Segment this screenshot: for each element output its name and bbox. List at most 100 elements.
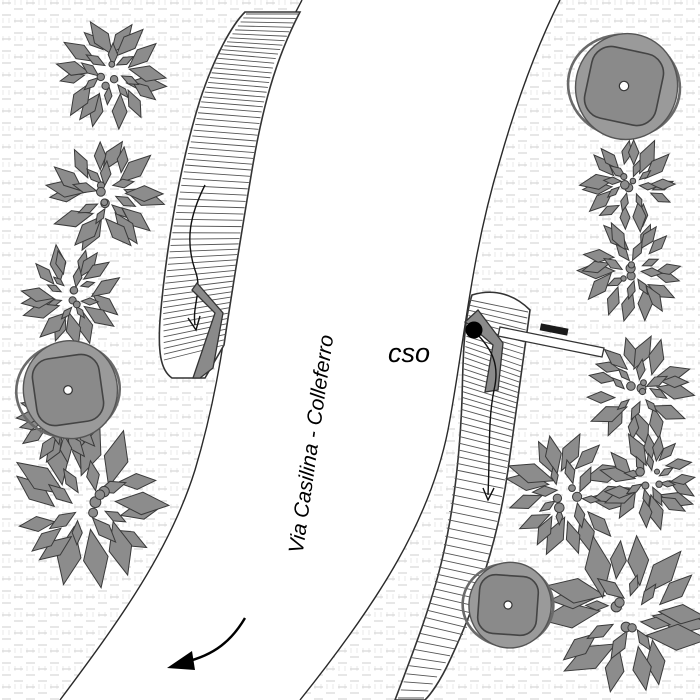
ditch-texture-stroke: [196, 118, 260, 124]
leaf-shape: [127, 88, 142, 119]
leaf-dot: [96, 72, 106, 82]
ditch-texture-stroke: [201, 101, 263, 108]
ditch-texture-stroke: [406, 673, 438, 678]
ditch-texture-stroke: [190, 141, 256, 148]
ditch-texture-stroke: [427, 609, 470, 621]
leaf-shape: [114, 195, 137, 207]
cso-label: cso: [388, 338, 430, 368]
leaf-shape: [77, 203, 99, 214]
leaf-shape: [649, 192, 672, 203]
leaf-shape: [115, 55, 135, 66]
shrub-icon: [599, 432, 697, 531]
leaf-shape: [635, 192, 643, 209]
ditch-texture-stroke: [163, 301, 231, 314]
leaf-shape: [658, 574, 693, 606]
ditch-texture-stroke: [414, 649, 451, 657]
ditch-texture-stroke: [460, 415, 513, 431]
leaf-shape: [579, 465, 592, 493]
ditch-texture-stroke: [187, 152, 254, 159]
leaf-shape: [628, 573, 639, 597]
ditch-texture-stroke: [168, 254, 238, 259]
leaf-shape: [573, 501, 586, 529]
ditch-texture-stroke: [462, 396, 516, 414]
leaf-shape: [639, 267, 664, 278]
leaf-shape: [111, 204, 128, 219]
ditch-texture-stroke: [221, 49, 279, 55]
road-surface: [60, 0, 560, 700]
leaf-shape: [90, 277, 121, 298]
leaf-dot: [108, 60, 116, 68]
leaf-shape: [536, 515, 553, 546]
leaf-shape: [574, 444, 601, 470]
leaf-shape: [128, 65, 168, 82]
ditch-texture-stroke: [457, 449, 508, 462]
ditch-texture-stroke: [429, 602, 472, 614]
leaf-shape: [91, 293, 119, 316]
leaf-shape: [639, 616, 672, 630]
leaf-shape: [83, 305, 115, 327]
leaf-shape: [657, 604, 700, 625]
leaf-shape: [589, 406, 629, 423]
ditch-texture-stroke: [420, 633, 459, 643]
leaf-shape: [638, 169, 652, 181]
leaf-dot: [572, 491, 583, 502]
leaf-shape: [652, 486, 663, 507]
ditch-texture-stroke: [460, 422, 512, 437]
leaf-shape: [645, 284, 663, 313]
ditch-texture-stroke: [213, 67, 272, 74]
leaf-dot: [641, 481, 650, 490]
ditch-texture-stroke: [177, 205, 245, 209]
ditch-texture-stroke: [227, 41, 283, 46]
leaf-shape: [593, 154, 615, 177]
ditch-texture-stroke: [425, 617, 467, 629]
ditch-texture-stroke: [167, 264, 236, 272]
ditch-texture-stroke: [409, 665, 442, 671]
ditch-texture-stroke: [237, 25, 292, 28]
leaf-shape: [539, 602, 602, 629]
ditch-texture-stroke: [176, 211, 244, 215]
leaf-shape: [655, 382, 696, 400]
ditch-texture-stroke: [462, 391, 516, 409]
leaf-shape: [626, 279, 636, 301]
leaf-shape: [646, 284, 676, 299]
vegetation: [14, 20, 700, 694]
leaf-shape: [599, 466, 637, 483]
ditch-texture-stroke: [202, 96, 265, 103]
shrub-icon: [585, 334, 696, 447]
overflow-pipe: [497, 326, 605, 358]
tree-icon: [461, 561, 555, 649]
leaf-shape: [587, 272, 613, 301]
leaf-shape: [124, 185, 165, 203]
ditch-texture-stroke: [182, 178, 249, 184]
cso-point-icon: [465, 321, 483, 339]
ditch-texture-stroke: [455, 469, 506, 481]
leaf-shape: [615, 243, 630, 262]
leaf-shape: [584, 600, 610, 611]
leaf-shape: [120, 75, 140, 86]
leaf-shape: [82, 261, 111, 280]
leaf-shape: [545, 516, 566, 556]
leaf-dot: [554, 502, 565, 514]
left-ditch-outlet-frame: [191, 281, 224, 379]
shrub-icon: [575, 221, 682, 323]
leaf-shape: [565, 520, 581, 555]
leaf-shape: [114, 491, 171, 516]
leaf-dot: [655, 480, 663, 488]
leaf-dot: [96, 186, 106, 197]
ditch-texture-stroke: [208, 81, 268, 88]
traffic-direction-arrow-icon: [167, 651, 195, 670]
ditch-texture-stroke: [462, 385, 517, 404]
leaf-dot: [629, 177, 637, 185]
cso-structure: [465, 321, 605, 358]
ditch-texture-stroke: [232, 33, 287, 37]
leaf-dot: [69, 286, 79, 295]
overflow-gate-icon: [539, 323, 569, 336]
leaf-shape: [35, 262, 55, 285]
ditch-texture-stroke: [449, 510, 498, 522]
drainage-ditches: [158, 11, 531, 700]
leaf-dot: [101, 81, 110, 91]
leaf-shape: [95, 207, 106, 225]
leaf-shape: [127, 42, 157, 69]
ditch-texture-stroke: [400, 689, 429, 692]
ditch-texture-stroke: [461, 409, 514, 425]
